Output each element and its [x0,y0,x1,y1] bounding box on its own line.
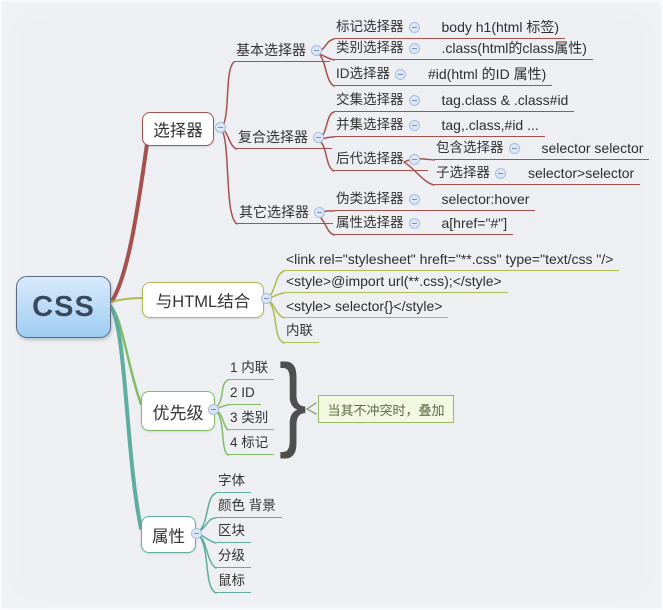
topic-style-selector[interactable]: <style> selector{}</style> [284,298,449,318]
topic-priority-class[interactable]: 3 类别 [228,410,275,430]
collapse-icon-html[interactable] [261,293,272,304]
topic-class-selector[interactable]: 类别选择器 .class(html的class属性) [334,40,593,60]
topic-value: tag.class & .class#id [441,92,569,108]
topic-intersection-selector[interactable]: 交集选择器 tag.class & .class#id [334,92,575,112]
topic-value: a[href="#"] [441,215,508,231]
collapse-icon[interactable] [408,22,420,33]
collapse-icon[interactable] [395,69,406,80]
topic-props[interactable]: 属性 [141,516,196,553]
topic-value: selector>selector [528,165,635,181]
collapse-icon[interactable] [408,120,420,131]
topic-prop-color-bg[interactable]: 颜色 背景 [216,498,282,518]
topic-label: 交集选择器 [336,92,404,107]
topic-value: 鼠标 [218,573,245,588]
collapse-icon[interactable] [408,154,420,165]
topic-html-combine[interactable]: 与HTML结合 [142,282,264,318]
topic-compound-selectors[interactable]: 复合选择器 [236,129,332,149]
topic-attribute-selector[interactable]: 属性选择器 a[href="#"] [334,215,514,235]
topic-priority[interactable]: 优先级 [141,391,215,431]
collapse-icon[interactable] [311,45,322,56]
topic-label: 复合选择器 [238,129,308,145]
topic-label: 属性选择器 [336,215,404,230]
priority-callout[interactable]: 当其不冲突时，叠加 [318,395,454,423]
topic-prop-font[interactable]: 字体 [216,473,251,493]
topic-inline-style[interactable]: 内联 [284,323,319,343]
topic-basic-selectors[interactable]: 基本选择器 [234,42,330,62]
topic-value: 内联 [286,323,313,338]
topic-value: <link rel="stylesheet" hreft="**.css" ty… [286,251,614,267]
topic-value: body h1(html 标签) [441,19,559,35]
topic-label: 子选择器 [436,165,490,180]
topic-label: 并集选择器 [336,117,404,132]
topic-tag-selector[interactable]: 标记选择器 body h1(html 标签) [334,19,565,39]
topic-value: .class(html的class属性) [441,40,587,56]
collapse-icon[interactable] [408,194,420,205]
collapse-icon[interactable] [408,218,420,229]
topic-prop-block[interactable]: 区块 [216,523,251,543]
topic-value: tag,.class,#id ... [441,117,539,133]
topic-link-stylesheet[interactable]: <link rel="stylesheet" hreft="**.css" ty… [284,251,620,271]
topic-other-selectors[interactable]: 其它选择器 [237,204,333,224]
collapse-icon[interactable] [508,143,520,154]
topic-value: <style> selector{}</style> [286,298,443,314]
topic-child-selector[interactable]: 子选择器 selector>selector [434,165,641,185]
topic-selector[interactable]: 选择器 [142,112,214,146]
collapse-icon[interactable] [408,95,420,106]
topic-value: 1 内联 [230,360,269,375]
topic-prop-cursor[interactable]: 鼠标 [216,573,251,593]
topic-label: 包含选择器 [436,140,504,155]
topic-value: selector:hover [441,191,530,207]
topic-label: ID选择器 [336,66,390,81]
topic-label: 伪类选择器 [336,191,404,206]
topic-style-import[interactable]: <style>@import url(**.css);</style> [284,273,508,293]
topic-value: <style>@import url(**.css);</style> [286,273,502,289]
topic-id-selector[interactable]: ID选择器 #id(html 的ID 属性) [334,66,553,86]
priority-brace: } [279,344,307,460]
collapse-icon-props[interactable] [191,528,202,539]
root-topic-css[interactable]: CSS [16,276,111,338]
collapse-icon[interactable] [313,132,324,143]
topic-descendant-selector[interactable]: 后代选择器 [334,151,428,171]
topic-value: 2 ID [230,385,255,400]
topic-label: 其它选择器 [239,204,309,220]
topic-prop-grading[interactable]: 分级 [216,548,251,568]
collapse-icon[interactable] [495,168,506,179]
topic-value: 字体 [218,473,245,488]
topic-value: 4 标记 [230,435,269,450]
topic-value: #id(html 的ID 属性) [428,66,547,82]
topic-label: 类别选择器 [336,40,404,55]
collapse-icon[interactable] [408,43,420,54]
collapse-icon-selector[interactable] [215,122,226,133]
topic-value: selector selector [541,140,644,156]
topic-value: 分级 [218,548,245,563]
topic-value: 区块 [218,523,245,538]
topic-value: 3 类别 [230,410,269,425]
topic-pseudo-class-selector[interactable]: 伪类选择器 selector:hover [334,191,536,211]
topic-union-selector[interactable]: 并集选择器 tag,.class,#id ... [334,117,545,137]
topic-contain-selector[interactable]: 包含选择器 selector selector [434,140,650,160]
topic-priority-tag[interactable]: 4 标记 [228,435,275,455]
topic-value: 颜色 背景 [218,498,276,513]
topic-priority-id[interactable]: 2 ID [228,385,261,405]
topic-label: 基本选择器 [236,42,306,58]
topic-label: 标记选择器 [336,19,404,34]
collapse-icon[interactable] [314,207,325,218]
collapse-icon-priority[interactable] [208,404,219,415]
topic-priority-inline[interactable]: 1 内联 [228,360,275,380]
topic-label: 后代选择器 [336,151,404,166]
